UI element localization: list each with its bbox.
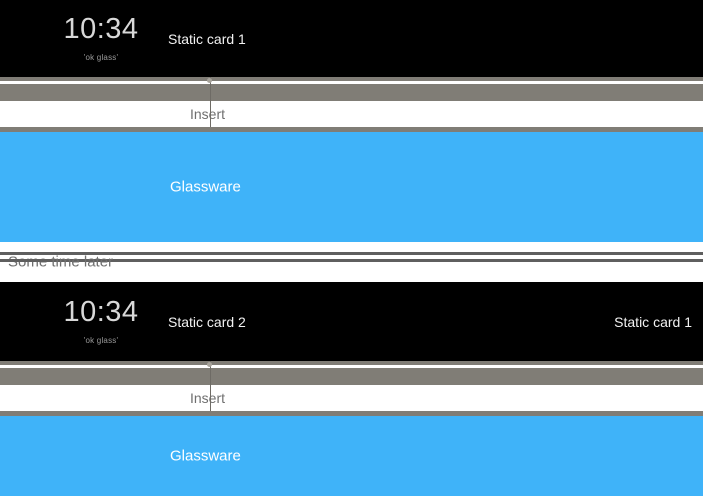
separator-rule-top — [0, 252, 703, 255]
hotword-label: 'ok glass' — [83, 336, 119, 345]
separator-rule-overlay-top — [0, 252, 50, 255]
glassware-label: Glassware — [170, 447, 241, 465]
divider-before-1 — [0, 81, 703, 84]
scroll-track-after-glassware[interactable] — [0, 411, 703, 416]
clock-time: 10:34 — [63, 296, 139, 328]
separator-rule-bottom — [0, 259, 703, 262]
insert-label: Insert — [190, 106, 226, 122]
divider-after-1 — [0, 365, 703, 368]
scroll-track-before-glassware[interactable] — [0, 127, 703, 132]
insert-band-before: Insert — [0, 101, 703, 127]
separator-rule-overlay-bottom — [0, 259, 50, 262]
scroll-track-after-top[interactable] — [0, 361, 703, 365]
insert-connector-tick-before — [210, 77, 211, 101]
home-card-after[interactable]: 10:34 'ok glass' — [36, 282, 166, 361]
scroll-track-after-bottom[interactable] — [0, 368, 703, 385]
separator-label: Some time later — [8, 253, 114, 271]
insert-connector-tick-after-2 — [210, 385, 211, 415]
insert-connector-tick-before-2 — [210, 101, 211, 131]
timeline-card-static-1[interactable]: Static card 1 — [168, 30, 246, 47]
clock-time: 10:34 — [63, 13, 139, 45]
timeline-card-static-2[interactable]: Static card 2 — [168, 313, 246, 330]
insert-band-after: Insert — [0, 385, 703, 411]
glassware-band-after[interactable]: Glassware — [0, 416, 703, 496]
scroll-track-before-bottom[interactable] — [0, 84, 703, 101]
insert-label: Insert — [190, 390, 226, 406]
hotword-label: 'ok glass' — [83, 53, 119, 62]
glassware-band-before[interactable]: Glassware — [0, 132, 703, 242]
timeline-card-static-1[interactable]: Static card 1 — [614, 313, 692, 330]
time-separator: Some time later — [0, 242, 703, 282]
home-card-before[interactable]: 10:34 'ok glass' — [36, 0, 166, 77]
insert-connector-dot-before — [207, 78, 212, 83]
scroll-track-before-top[interactable] — [0, 77, 703, 81]
insert-connector-dot-after — [207, 362, 212, 367]
insert-connector-tick-after — [210, 361, 211, 385]
timeline-row-before: 10:34 'ok glass' Static card 1 — [0, 0, 703, 77]
timeline-row-after: 10:34 'ok glass' Static card 2 Static ca… — [0, 282, 703, 361]
glassware-label: Glassware — [170, 178, 241, 196]
